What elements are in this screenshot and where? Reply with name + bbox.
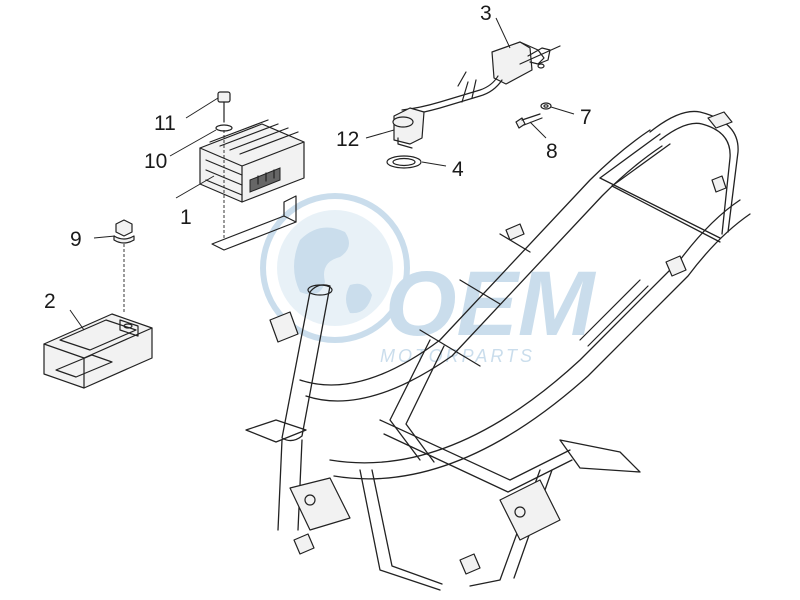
screw-part-11	[217, 91, 231, 123]
watermark-globe-icon	[260, 193, 410, 343]
callout-1: 1	[180, 206, 192, 229]
ignition-coil-part-3	[401, 41, 561, 117]
callout-10: 10	[144, 150, 167, 173]
spark-plug-cap-part-12	[392, 107, 425, 149]
callout-12: 12	[336, 128, 359, 151]
scooter-frame	[245, 110, 751, 591]
callout-9: 9	[70, 228, 82, 251]
callout-labels: 1 2 3 4 7 8 9 10 11 12	[44, 2, 592, 313]
watermark-tagline: MOTORPARTS	[380, 346, 535, 366]
callout-7: 7	[580, 106, 592, 129]
leader-lines	[69, 17, 575, 331]
bolt-part-9	[113, 219, 135, 312]
callout-2: 2	[44, 290, 56, 313]
callout-4: 4	[452, 158, 464, 181]
watermark: OEM MOTORPARTS	[260, 193, 597, 366]
callout-8: 8	[546, 140, 558, 163]
watermark-brand: OEM	[385, 253, 597, 355]
washer-part-7	[540, 102, 552, 110]
voltage-regulator-part-1	[199, 119, 305, 251]
callout-11: 11	[154, 112, 176, 135]
battery-cover-part-2	[43, 313, 153, 389]
screw-part-8	[515, 113, 543, 129]
callout-3: 3	[480, 2, 492, 25]
gasket-ring-part-4	[386, 155, 422, 169]
